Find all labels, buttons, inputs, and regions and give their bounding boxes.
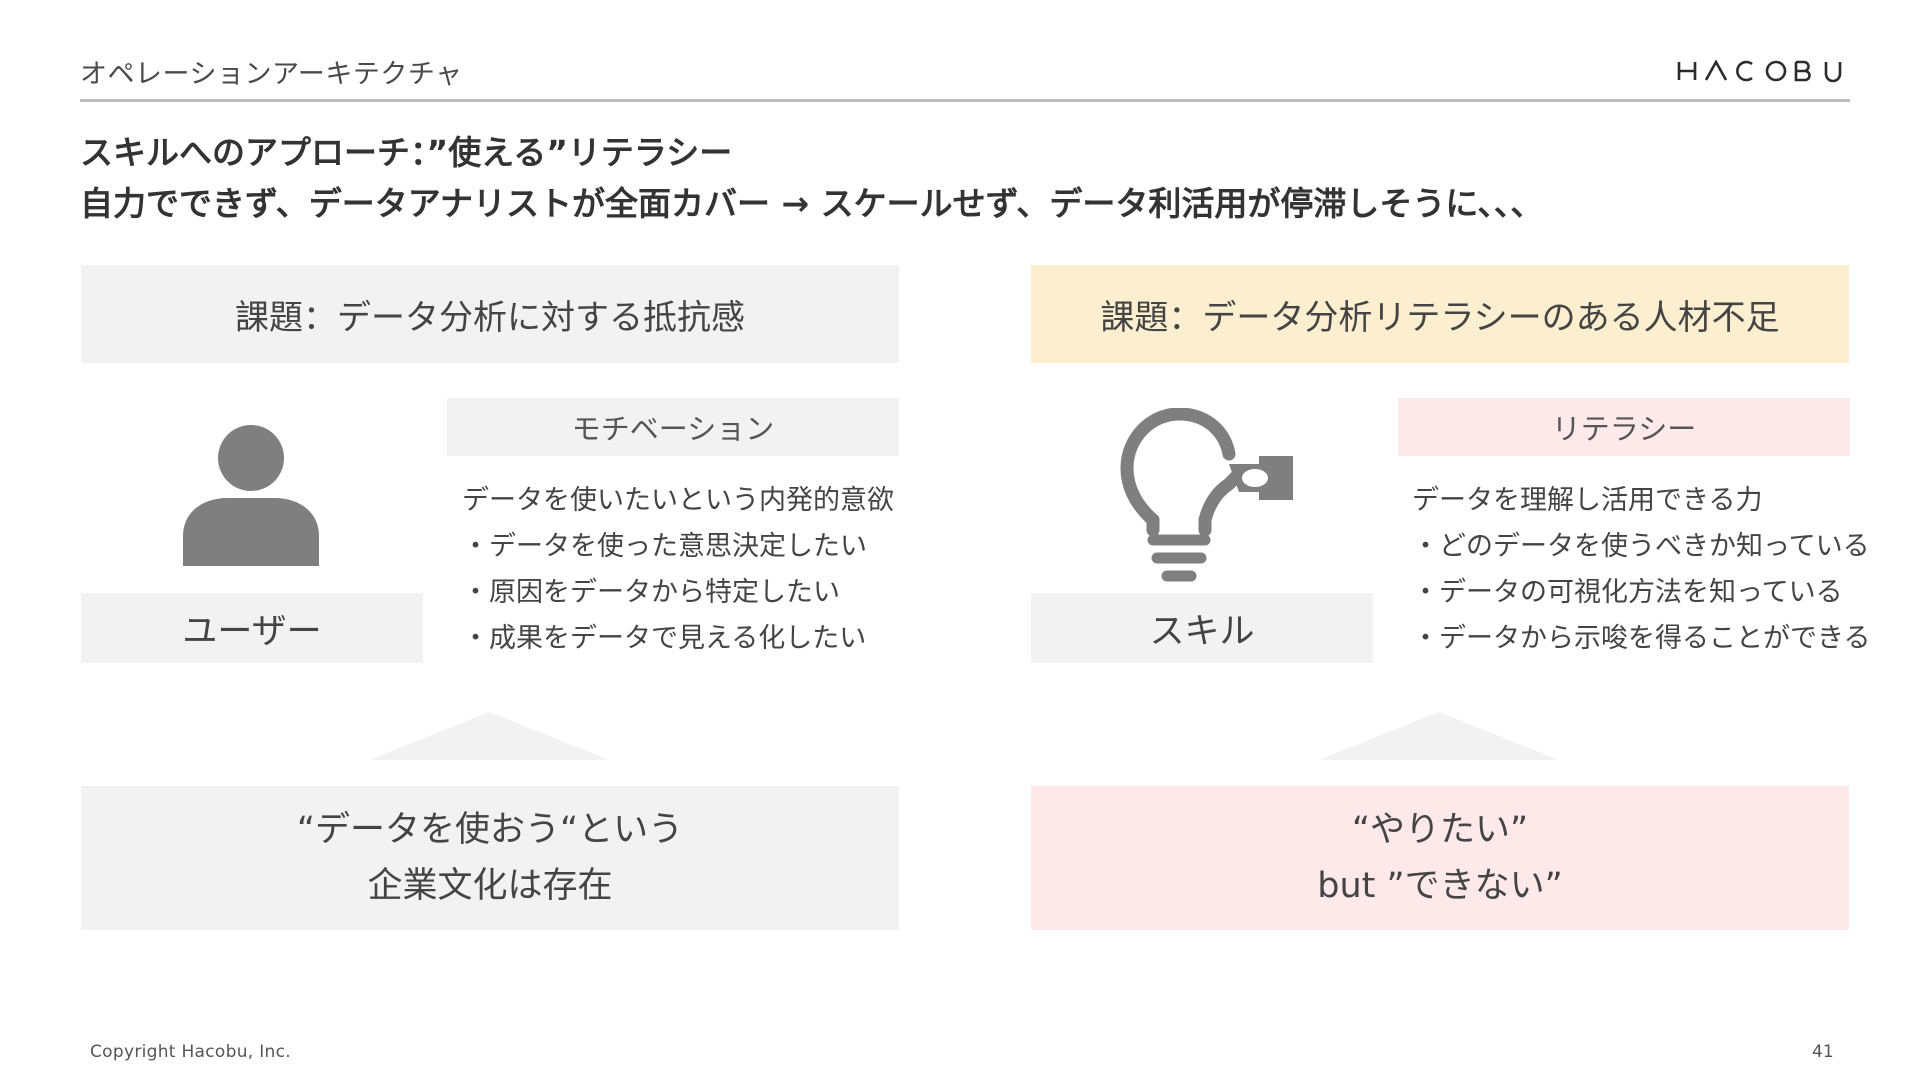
header-rule bbox=[80, 99, 1850, 102]
bullet-item: ・データを使った意思決定したい bbox=[462, 531, 867, 562]
issue-box-left: 課題：データ分析に対する抵抗感 bbox=[81, 265, 899, 363]
issue-text: 課題：データ分析リテラシーのある人材不足 bbox=[1100, 297, 1780, 338]
bottom-right-line1: “やりたい” bbox=[1351, 810, 1529, 850]
subhead-literacy: リテラシー bbox=[1398, 398, 1850, 456]
subhead-text: モチベーション bbox=[571, 412, 775, 446]
bottom-box-left: “データを使おう“という 企業文化は存在 bbox=[81, 786, 899, 930]
bottom-box-right: “やりたい” but ”できない” bbox=[1031, 786, 1849, 930]
skill-label: スキル bbox=[1149, 611, 1255, 652]
bottom-left-line1: “データを使おう“という bbox=[296, 810, 684, 850]
bottom-left-line2: 企業文化は存在 bbox=[367, 866, 613, 906]
subhead-motivation: モチベーション bbox=[447, 398, 899, 456]
issue-box-right: 課題：データ分析リテラシーのある人材不足 bbox=[1031, 265, 1849, 363]
bottom-right-line2: but ”できない” bbox=[1317, 866, 1563, 906]
copyright: Copyright Hacobu, Inc. bbox=[90, 1042, 291, 1062]
bullet-item: ・成果をデータで見える化したい bbox=[462, 623, 867, 654]
skill-label-box: スキル bbox=[1031, 593, 1373, 663]
bullet-item: ・原因をデータから特定したい bbox=[462, 577, 840, 608]
user-icon bbox=[183, 425, 319, 566]
bullet-item: ・どのデータを使うべきか知っている bbox=[1412, 531, 1870, 562]
slide-title-line1: スキルへのアプローチ：”使える”リテラシー bbox=[80, 133, 733, 172]
triangle-right bbox=[1319, 712, 1559, 760]
hacobu-logo bbox=[1677, 59, 1842, 83]
subhead-text: リテラシー bbox=[1551, 412, 1697, 446]
page-number: 41 bbox=[1812, 1042, 1834, 1062]
issue-text: 課題：データ分析に対する抵抗感 bbox=[235, 297, 745, 338]
bullet-item: ・データから示唆を得ることができる bbox=[1412, 623, 1871, 654]
section-label: オペレーションアーキテクチャ bbox=[80, 59, 463, 90]
bullet-item: ・データの可視化方法を知っている bbox=[1412, 577, 1843, 608]
bullet-item: データを理解し活用できる力 bbox=[1412, 485, 1763, 516]
literacy-bullets: データを理解し活用できる力 ・どのデータを使うべきか知っている ・データの可視化… bbox=[1412, 478, 1870, 662]
slide-title-line2: 自力でできず、データアナリストが全面カバー → スケールせず、データ利活用が停滞… bbox=[80, 184, 1544, 223]
user-label: ユーザー bbox=[182, 611, 322, 652]
bullet-item: データを使いたいという内発的意欲 bbox=[462, 485, 894, 516]
user-label-box: ユーザー bbox=[81, 593, 423, 663]
triangle-left bbox=[369, 712, 609, 760]
motivation-bullets: データを使いたいという内発的意欲 ・データを使った意思決定したい ・原因をデータ… bbox=[462, 478, 894, 662]
lightbulb-icon bbox=[1120, 408, 1293, 582]
